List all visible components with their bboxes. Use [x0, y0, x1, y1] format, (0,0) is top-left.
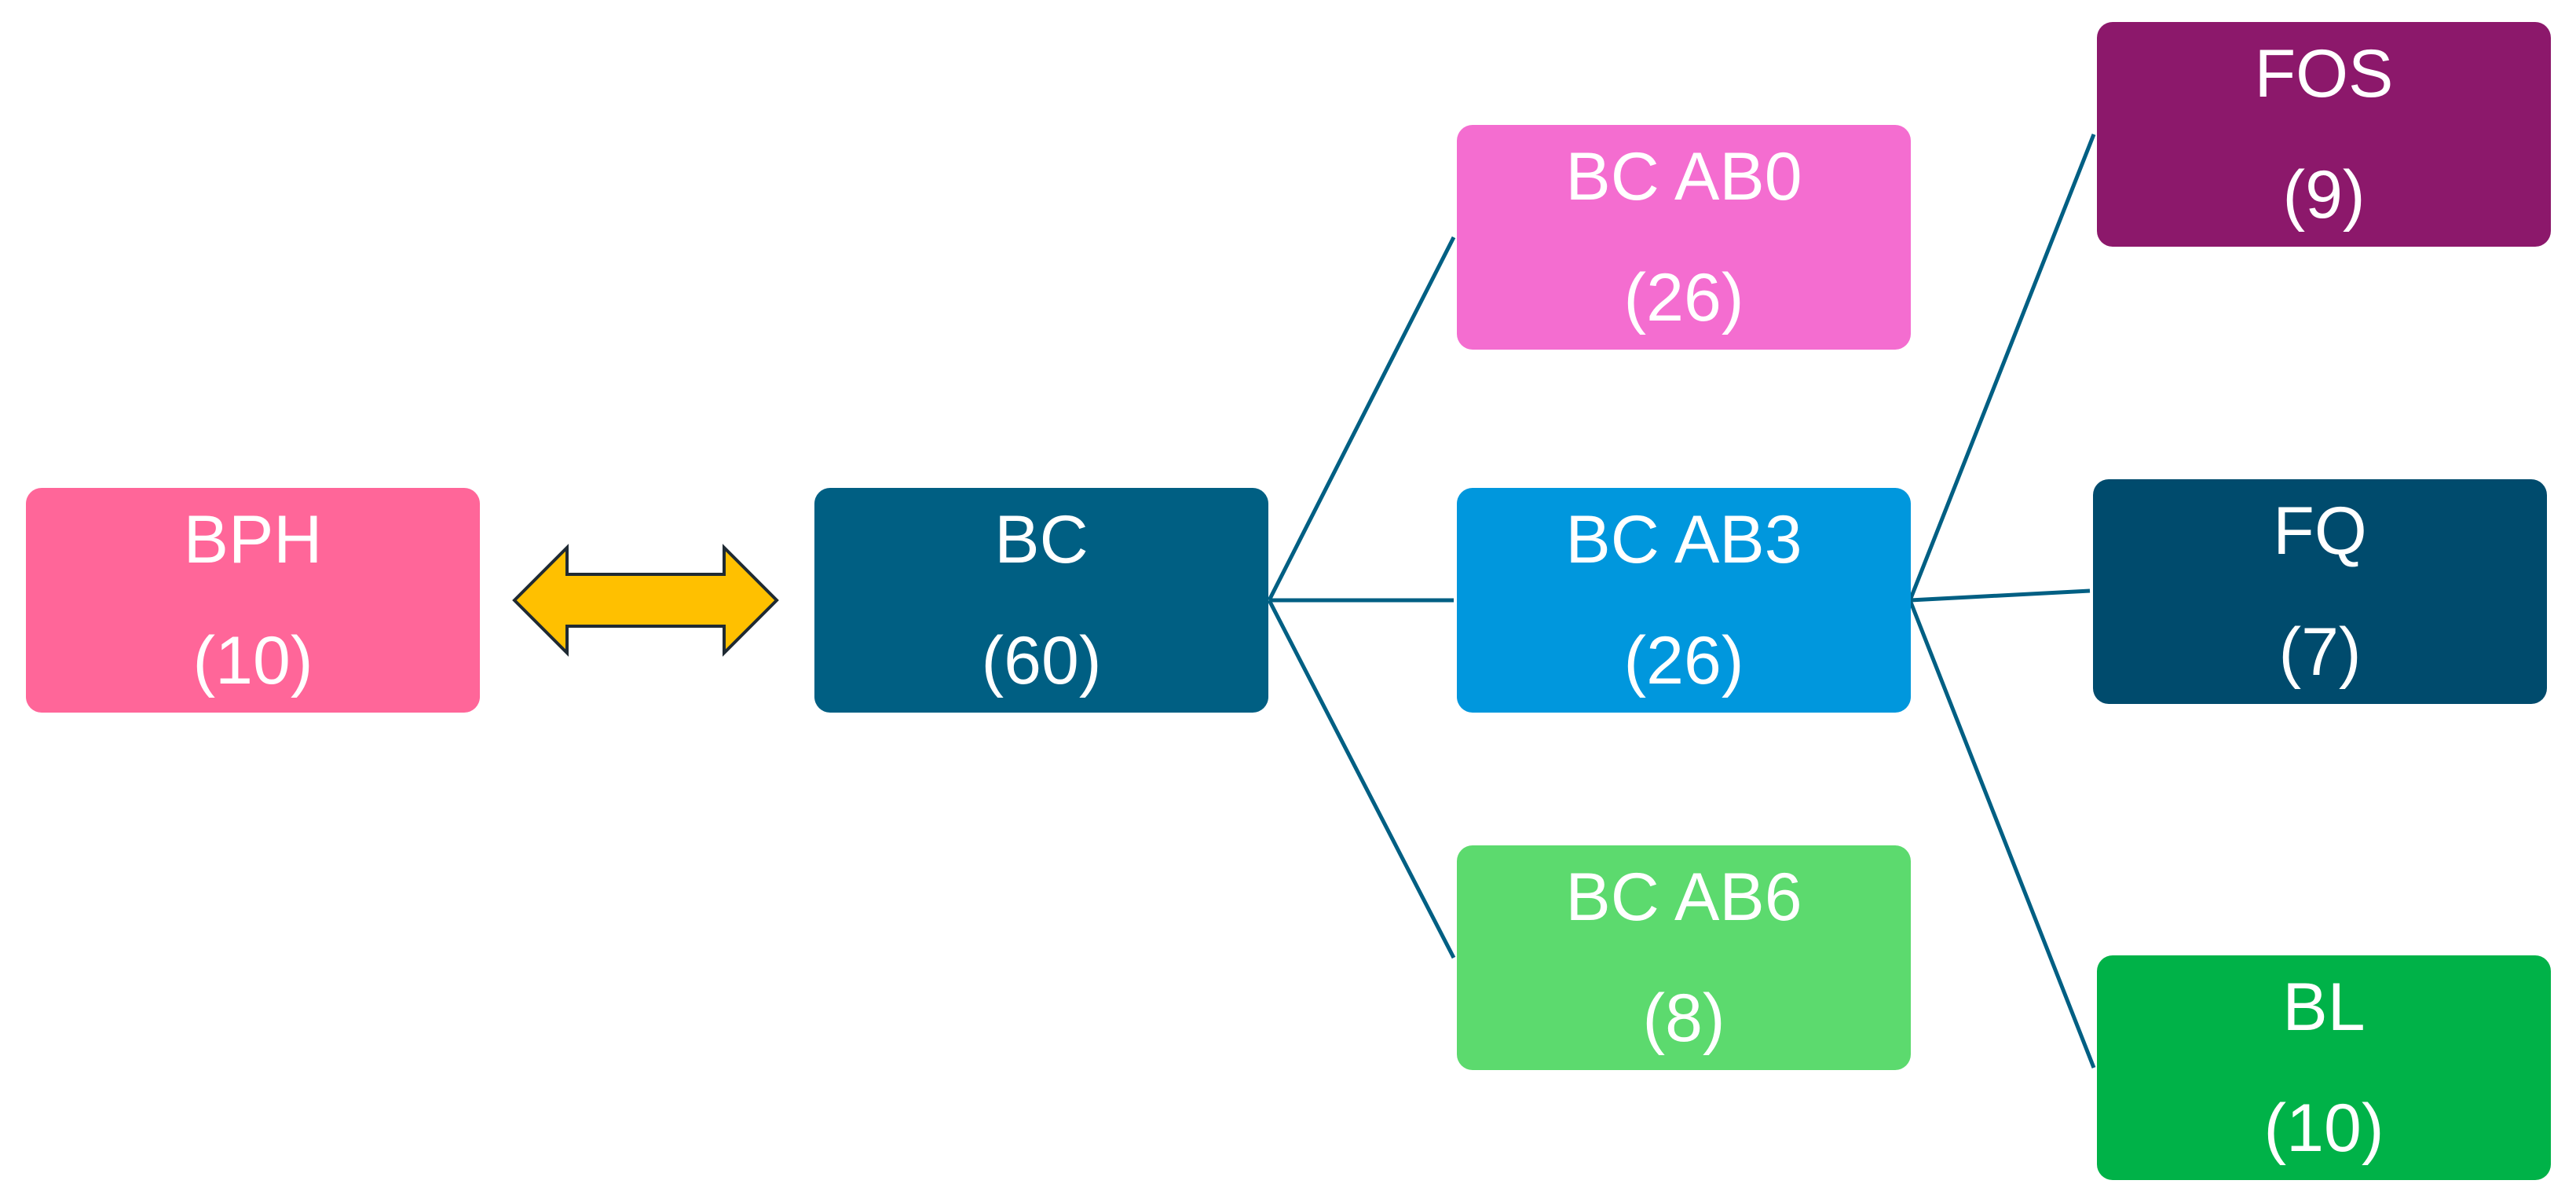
node-fos: FOS (9) [2097, 22, 2551, 247]
node-count: (60) [981, 623, 1102, 698]
node-count: (7) [2278, 614, 2362, 690]
node-count: (8) [1642, 981, 1725, 1056]
node-bc: BC (60) [814, 488, 1268, 713]
node-fq: FQ (7) [2093, 479, 2547, 704]
node-bc-ab3: BC AB3 (26) [1457, 488, 1911, 713]
node-bc-ab0: BC AB0 (26) [1457, 125, 1911, 350]
node-label: BC AB3 [1565, 502, 1802, 577]
node-label: BC [994, 502, 1089, 577]
node-label: BPH [183, 502, 323, 577]
node-bph: BPH (10) [26, 488, 480, 713]
node-label: BC AB0 [1565, 139, 1802, 214]
node-label: FQ [2273, 493, 2367, 569]
connector-ab3-fos [1908, 134, 2096, 601]
node-bc-ab6: BC AB6 (8) [1457, 845, 1911, 1070]
node-label: BL [2282, 970, 2366, 1045]
node-bl: BL (10) [2097, 955, 2551, 1180]
node-count: (26) [1623, 260, 1744, 335]
node-count: (10) [192, 623, 313, 698]
node-count: (10) [2263, 1091, 2384, 1166]
node-label: FOS [2254, 36, 2394, 112]
connector-bc-ab0 [1267, 236, 1456, 602]
bidirectional-arrow [512, 544, 779, 657]
node-label: BC AB6 [1565, 860, 1802, 935]
connector-bc-ab6 [1267, 599, 1456, 959]
node-count: (9) [2282, 157, 2366, 233]
node-count: (26) [1623, 623, 1744, 698]
connector-ab3-fq [1909, 588, 2091, 603]
connector-ab3-bl [1908, 599, 2096, 1069]
